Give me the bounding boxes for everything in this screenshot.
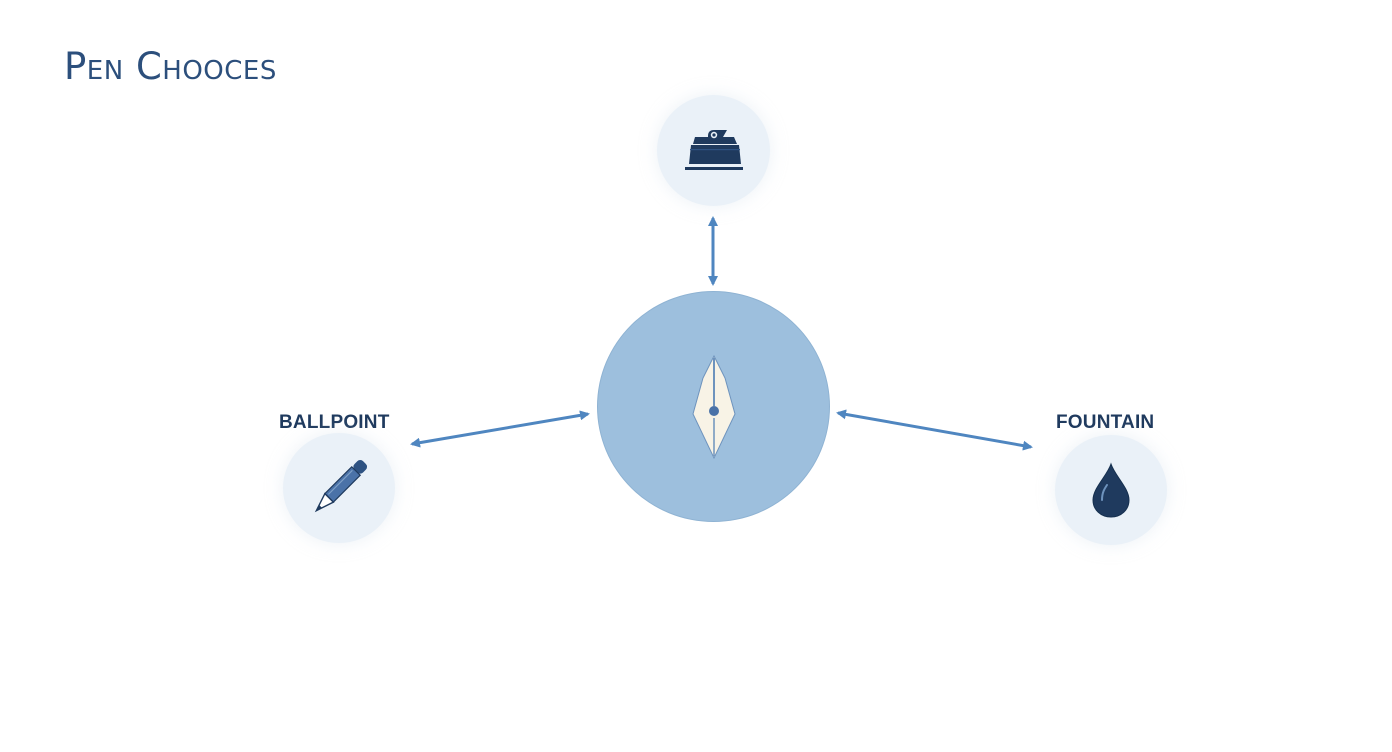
ink-stamp-icon	[684, 129, 743, 170]
ink-drop-icon	[1092, 462, 1130, 518]
fountain-pen-nib-icon	[691, 354, 736, 459]
node-top[interactable]	[657, 95, 770, 206]
page-title: Pen Chooces	[64, 45, 277, 88]
arrow-center-left	[410, 410, 590, 448]
arrow-center-right	[836, 409, 1033, 451]
node-fountain[interactable]	[1055, 435, 1167, 545]
label-ballpoint: BALLPOINT	[279, 412, 390, 433]
pen-icon	[314, 459, 368, 513]
label-fountain: FOUNTAIN	[1056, 412, 1155, 433]
node-ballpoint[interactable]	[283, 433, 395, 543]
node-center[interactable]	[597, 291, 830, 522]
